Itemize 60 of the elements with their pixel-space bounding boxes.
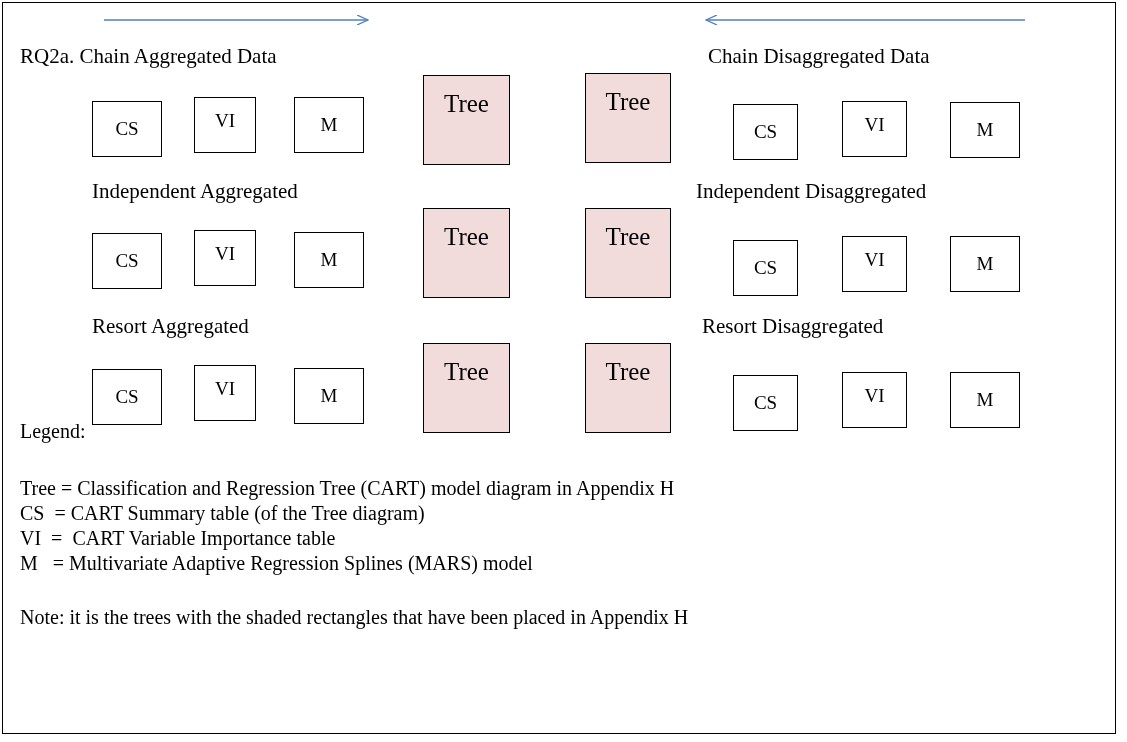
box [294, 368, 364, 424]
group-heading: Chain Disaggregated Data [708, 44, 930, 69]
box-label: VI [213, 378, 237, 400]
box [92, 233, 162, 289]
group-heading: RQ2a. Chain Aggregated Data [20, 44, 277, 69]
box [733, 375, 798, 431]
box-label: VI [863, 385, 886, 407]
box-label: M [319, 114, 339, 136]
box-label: CS [114, 118, 140, 140]
box-label: CS [752, 392, 779, 414]
box-label: CS [114, 250, 140, 272]
shaded-box [585, 343, 671, 433]
shaded-box [423, 75, 510, 165]
box [194, 97, 256, 153]
box-label: CS [752, 121, 779, 143]
shaded-box [423, 208, 510, 298]
legend-entry: VI = CART Variable Importance table [20, 527, 336, 550]
box-label: M [975, 119, 995, 141]
box-label: M [319, 249, 339, 271]
box-label: CS [752, 257, 779, 279]
box-label: VI [213, 243, 237, 265]
note-text: Note: it is the trees with the shaded rectangles that have been placed in Appendix H [20, 606, 689, 629]
box-label: Tree [604, 88, 652, 116]
box [733, 240, 798, 296]
box [92, 369, 162, 425]
box [194, 230, 256, 286]
box [950, 236, 1020, 292]
box-label: VI [863, 249, 886, 271]
shaded-box [585, 208, 671, 298]
legend-heading: Legend: [20, 420, 86, 443]
shaded-box [423, 343, 510, 433]
box-label: Tree [443, 90, 490, 118]
box-label: Tree [443, 358, 490, 386]
box [733, 104, 798, 160]
box [950, 102, 1020, 158]
box [950, 372, 1020, 428]
box-label: Tree [443, 223, 490, 251]
legend-entry: M = Multivariate Adaptive Regression Splines (MARS) model [20, 552, 533, 575]
box-label: M [319, 385, 339, 407]
legend-entry: CS = CART Summary table (of the Tree diagram) [20, 502, 425, 525]
box-label: M [975, 253, 995, 275]
box-label: VI [863, 114, 886, 136]
group-heading: Independent Aggregated [92, 179, 298, 204]
box [194, 365, 256, 421]
box-label: M [975, 389, 995, 411]
box-label: CS [114, 386, 140, 408]
box-label: Tree [604, 358, 652, 386]
box [92, 101, 162, 157]
box [842, 236, 907, 292]
group-heading: Resort Disaggregated [702, 314, 884, 339]
box-label: VI [213, 110, 237, 132]
box-label: Tree [604, 223, 652, 251]
shaded-box [585, 73, 671, 163]
box [842, 101, 907, 157]
group-heading: Resort Aggregated [92, 314, 249, 339]
group-heading: Independent Disaggregated [696, 179, 927, 204]
legend-entry: Tree = Classification and Regression Tree (CART) model diagram in Appendix H [20, 477, 675, 500]
box [842, 372, 907, 428]
box [294, 232, 364, 288]
box [294, 97, 364, 153]
